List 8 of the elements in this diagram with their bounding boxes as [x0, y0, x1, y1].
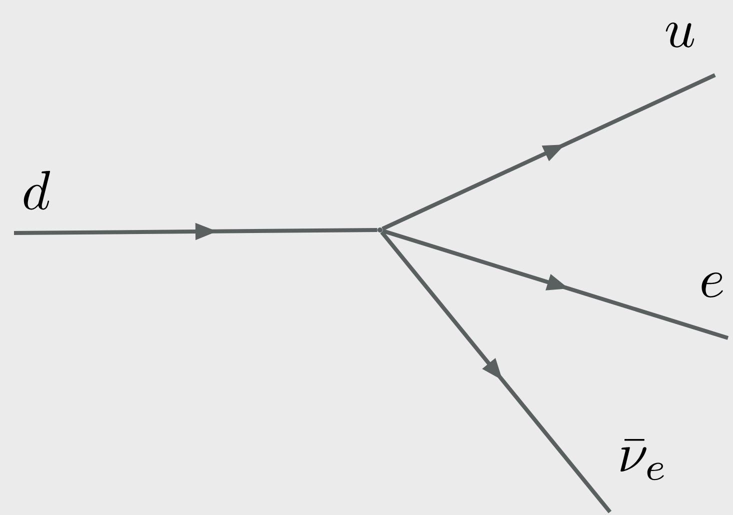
- particle-label: $d$: [24, 170, 50, 210]
- particle-line: [382, 228, 729, 340]
- particle-line: [380, 230, 612, 514]
- vertex: [378, 228, 382, 232]
- particle-line: [382, 73, 716, 231]
- particle-label: $u$: [666, 22, 694, 48]
- particle-label: $\bar{\nu}_e$: [620, 439, 664, 480]
- particle-label: $e$: [702, 272, 723, 298]
